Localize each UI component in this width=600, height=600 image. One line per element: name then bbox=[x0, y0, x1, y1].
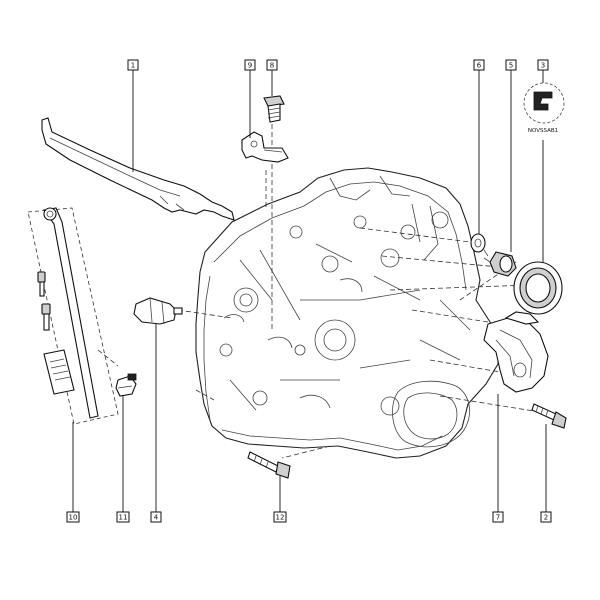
callout-1: 1 bbox=[127, 59, 139, 71]
callout-10: 10 bbox=[66, 511, 80, 523]
callout-4: 4 bbox=[150, 511, 162, 523]
gearbox-housing bbox=[195, 167, 501, 459]
note-label: NOVSSAB1 bbox=[528, 128, 558, 134]
callout-5-label: 5 bbox=[509, 62, 513, 70]
callout-9: 9 bbox=[244, 59, 256, 71]
callout-11: 11 bbox=[116, 511, 130, 523]
seal-profile-symbol: NOVSSAB1 bbox=[523, 82, 565, 134]
part-3-oil-seal bbox=[513, 261, 563, 315]
callout-6-label: 6 bbox=[477, 62, 482, 70]
part-11-connector bbox=[115, 373, 137, 397]
callout-11-label: 11 bbox=[119, 514, 128, 522]
callout-3: 3 bbox=[537, 59, 549, 71]
part-6-washer bbox=[470, 233, 486, 253]
part-2-bolt bbox=[531, 403, 567, 429]
part-4-sensor bbox=[133, 297, 183, 325]
part-5-cap bbox=[483, 249, 517, 277]
part-10-shift-rod-kit bbox=[27, 207, 119, 425]
callout-9-label: 9 bbox=[248, 62, 252, 70]
part-12-bolt bbox=[247, 451, 291, 479]
callout-6: 6 bbox=[473, 59, 485, 71]
callout-7: 7 bbox=[492, 511, 504, 523]
callout-4-label: 4 bbox=[154, 514, 159, 522]
callout-12: 12 bbox=[273, 511, 287, 523]
leader-lines bbox=[72, 70, 547, 512]
part-9-bracket bbox=[241, 131, 289, 163]
part-1-fork-lever bbox=[41, 117, 235, 221]
callout-12-label: 12 bbox=[276, 514, 285, 522]
part-8-bolt bbox=[263, 95, 285, 123]
callout-8-label: 8 bbox=[270, 62, 274, 70]
callout-2-label: 2 bbox=[544, 514, 548, 522]
callout-2: 2 bbox=[540, 511, 552, 523]
callout-5: 5 bbox=[505, 59, 517, 71]
callout-1-label: 1 bbox=[131, 62, 135, 70]
callout-8: 8 bbox=[266, 59, 278, 71]
part-7-mount-bracket bbox=[483, 311, 549, 393]
assembly-dashed-lines bbox=[97, 108, 541, 459]
callout-10-label: 10 bbox=[69, 514, 78, 522]
callout-3-label: 3 bbox=[541, 62, 545, 70]
callout-7-label: 7 bbox=[496, 514, 500, 522]
